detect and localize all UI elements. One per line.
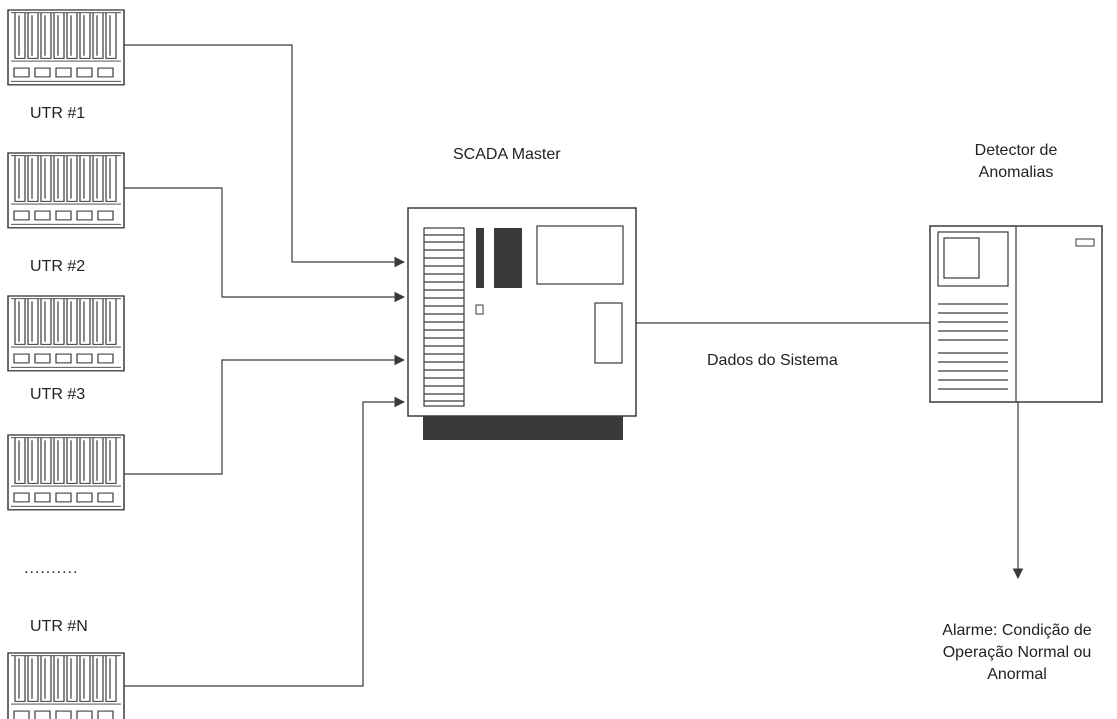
data-link-label: Dados do Sistema — [707, 352, 838, 370]
utr1-label: UTR #1 — [30, 105, 85, 123]
utrn-label: UTR #N — [30, 618, 88, 636]
alarm-label-line-2: Operação Normal ou — [917, 642, 1117, 664]
scada-master-label: SCADA Master — [453, 146, 561, 164]
alarm-label: Alarme: Condição de Operação Normal ou A… — [917, 620, 1117, 686]
rtu-n — [8, 653, 124, 719]
utr2-label: UTR #2 — [30, 258, 85, 276]
link-rtu1-scada — [124, 45, 404, 262]
rtu-1 — [8, 10, 124, 85]
rtu-4 — [8, 435, 124, 510]
ellipsis-label: .......... — [24, 560, 78, 578]
detector-label-line-2: Anomalias — [956, 162, 1076, 184]
rtu-2 — [8, 153, 124, 228]
link-rtun-scada — [124, 402, 404, 686]
link-rtu3-scada — [124, 360, 404, 474]
anomaly-detector-icon — [930, 226, 1102, 402]
detector-label: Detector de Anomalias — [956, 140, 1076, 184]
scada-master-icon — [408, 208, 636, 440]
alarm-label-line-3: Anormal — [917, 664, 1117, 686]
detector-label-line-1: Detector de — [956, 140, 1076, 162]
alarm-label-line-1: Alarme: Condição de — [917, 620, 1117, 642]
rtu-3 — [8, 296, 124, 371]
utr3-label: UTR #3 — [30, 386, 85, 404]
link-rtu2-scada — [124, 188, 404, 297]
